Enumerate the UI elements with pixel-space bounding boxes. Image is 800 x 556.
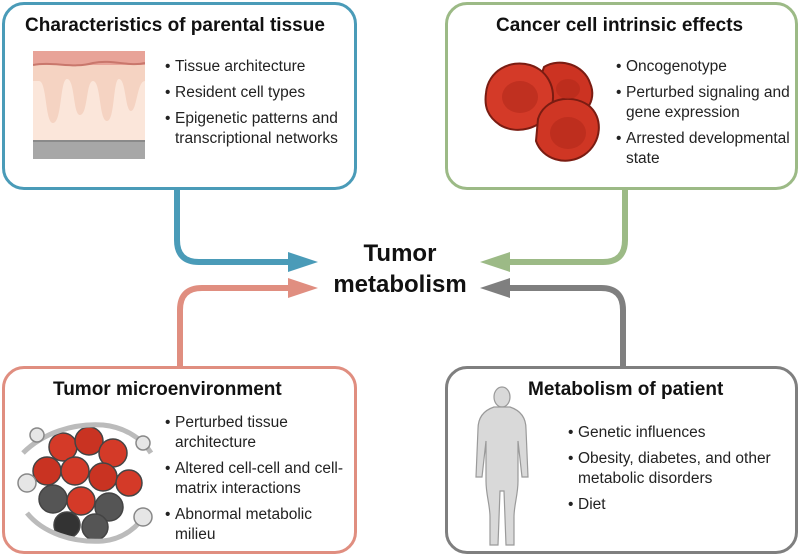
- center-title: Tumor metabolism: [320, 238, 480, 300]
- list-item: Abnormal metabolic milieu: [165, 505, 355, 545]
- panel-cancer-intrinsic: Cancer cell intrinsic effects Oncogenoty…: [445, 2, 798, 190]
- center-title-line1: Tumor: [363, 240, 437, 267]
- parental-arrow-line: [174, 190, 290, 265]
- parental-arrow-head: [288, 252, 318, 272]
- panel-parental-tissue: Characteristics of parental tissue Tissu…: [2, 2, 357, 190]
- list-item: Genetic influences: [568, 423, 788, 443]
- list-item: Epigenetic patterns and transcriptional …: [165, 109, 355, 149]
- list-item: Resident cell types: [165, 83, 355, 103]
- red-cancer-cells-icon: [484, 61, 600, 162]
- list-item: Perturbed tissue architecture: [165, 413, 355, 453]
- list-item: Tissue architecture: [165, 57, 355, 77]
- microenv-arrow-head: [288, 278, 318, 298]
- bullet-list: Genetic influences Obesity, diabetes, an…: [568, 423, 788, 521]
- bullet-list: Oncogenotype Perturbed signaling and gen…: [616, 57, 796, 175]
- panel-tumor-microenvironment: Tumor microenvironment Perturbed tissue …: [2, 366, 357, 554]
- panel-title: Characteristics of parental tissue: [25, 15, 325, 36]
- tumor-cell-cluster-icon: [17, 422, 154, 544]
- list-item: Arrested developmental state: [616, 129, 796, 169]
- center-title-line2: metabolism: [333, 271, 467, 298]
- list-item: Oncogenotype: [616, 57, 796, 77]
- panel-title: Metabolism of patient: [528, 379, 724, 400]
- panel-title: Tumor microenvironment: [53, 379, 282, 400]
- bullet-list: Perturbed tissue architecture Altered ce…: [165, 413, 355, 551]
- intrinsic-arrow-head: [480, 252, 510, 272]
- list-item: Perturbed signaling and gene expression: [616, 83, 796, 123]
- panel-title: Cancer cell intrinsic effects: [496, 15, 744, 36]
- list-item: Altered cell-cell and cell-matrix intera…: [165, 459, 355, 499]
- patient-arrow-head: [480, 278, 510, 298]
- panel-patient-metabolism: Metabolism of patient Genetic influences…: [445, 366, 798, 554]
- human-body-silhouette-icon: [475, 386, 529, 546]
- intrinsic-arrow-line: [508, 190, 628, 265]
- list-item: Obesity, diabetes, and other metabolic d…: [568, 449, 788, 489]
- list-item: Diet: [568, 495, 788, 515]
- skin-tissue-layers-icon: [33, 51, 145, 159]
- bullet-list: Tissue architecture Resident cell types …: [165, 57, 355, 155]
- patient-arrow-line: [508, 285, 626, 366]
- microenv-arrow-line: [177, 285, 290, 366]
